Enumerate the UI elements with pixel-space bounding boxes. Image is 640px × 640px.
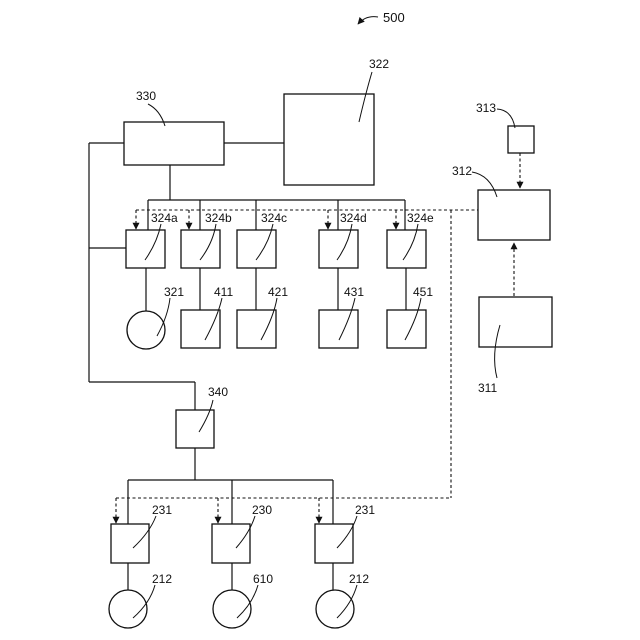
label-312: 312 bbox=[452, 164, 472, 178]
box-324b bbox=[181, 230, 220, 268]
label-324b: 324b bbox=[205, 211, 232, 225]
label-610: 610 bbox=[253, 572, 273, 586]
label-340: 340 bbox=[208, 385, 228, 399]
label-311: 311 bbox=[478, 381, 497, 395]
box-312 bbox=[478, 190, 550, 240]
label-212-right: 212 bbox=[349, 572, 369, 586]
dashed-connections bbox=[116, 153, 520, 523]
box-231-left bbox=[111, 524, 149, 563]
box-322 bbox=[284, 94, 374, 185]
box-230 bbox=[212, 524, 250, 563]
box-330 bbox=[124, 122, 224, 165]
figure-number: 500 bbox=[383, 10, 405, 25]
label-421: 421 bbox=[268, 285, 288, 299]
box-231-right bbox=[315, 524, 353, 563]
box-340 bbox=[176, 410, 214, 448]
box-313 bbox=[508, 126, 534, 153]
circle-321 bbox=[127, 311, 165, 349]
label-324e: 324e bbox=[407, 211, 434, 225]
figure-number-arrow bbox=[358, 17, 378, 24]
box-324d bbox=[319, 230, 358, 268]
label-231-right: 231 bbox=[355, 503, 375, 517]
box-421 bbox=[237, 310, 276, 348]
label-212-left: 212 bbox=[152, 572, 172, 586]
label-322: 322 bbox=[369, 57, 389, 71]
label-330: 330 bbox=[136, 89, 156, 103]
circle-212-right bbox=[316, 590, 354, 628]
label-231-left: 231 bbox=[152, 503, 172, 517]
label-324c: 324c bbox=[261, 211, 287, 225]
box-311 bbox=[479, 297, 552, 347]
box-451 bbox=[387, 310, 426, 348]
box-431 bbox=[319, 310, 358, 348]
box-324e bbox=[387, 230, 426, 268]
box-324c bbox=[237, 230, 276, 268]
box-411 bbox=[181, 310, 220, 348]
label-451: 451 bbox=[413, 285, 433, 299]
label-431: 431 bbox=[344, 285, 364, 299]
box-324a bbox=[126, 230, 165, 268]
label-324d: 324d bbox=[340, 211, 367, 225]
label-411: 411 bbox=[214, 285, 233, 299]
label-230: 230 bbox=[252, 503, 272, 517]
label-321: 321 bbox=[164, 285, 184, 299]
label-313: 313 bbox=[476, 101, 496, 115]
label-324a: 324a bbox=[151, 211, 178, 225]
